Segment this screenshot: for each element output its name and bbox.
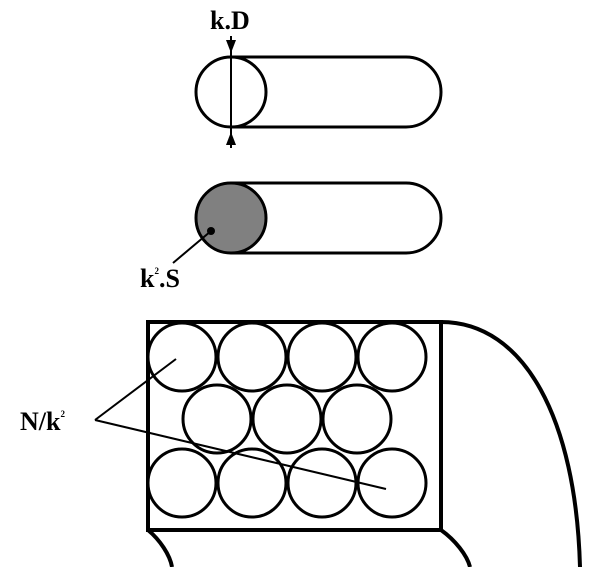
arrow-up-bottom: [226, 132, 236, 145]
cylinder-diameter: k.D: [194, 6, 443, 148]
fiber-circle: [216, 447, 288, 519]
cylinder-area: k2.S: [140, 181, 443, 293]
fiber-circle: [146, 321, 218, 393]
bundle-outer-curve-right: [440, 320, 582, 567]
bundle-outer-curve-left: [146, 528, 174, 567]
fiber-circle: [181, 383, 253, 455]
arrow-down-top: [226, 40, 236, 53]
fiber-circle: [216, 321, 288, 393]
area-label: k2.S: [140, 264, 180, 293]
fiber-circle: [321, 383, 393, 455]
cross-section-shaded: [194, 181, 268, 255]
count-label: N/k2: [20, 407, 65, 436]
fiber-bundle: N/k2: [20, 320, 582, 567]
cylinder-body-middle: [231, 181, 443, 255]
area-leader-line: [172, 230, 212, 264]
cylinder-body-top: [231, 55, 443, 129]
fiber-circle: [146, 447, 218, 519]
count-leader-line-lower: [94, 419, 387, 490]
fiber-circle: [286, 321, 358, 393]
bundle-inner-curve: [439, 528, 472, 567]
fiber-circle: [286, 447, 358, 519]
fiber-circle: [251, 383, 323, 455]
fiber-circle: [356, 321, 428, 393]
count-leader-line-upper: [94, 358, 177, 421]
diameter-label: k.D: [210, 6, 250, 35]
fiber-circle: [356, 447, 428, 519]
